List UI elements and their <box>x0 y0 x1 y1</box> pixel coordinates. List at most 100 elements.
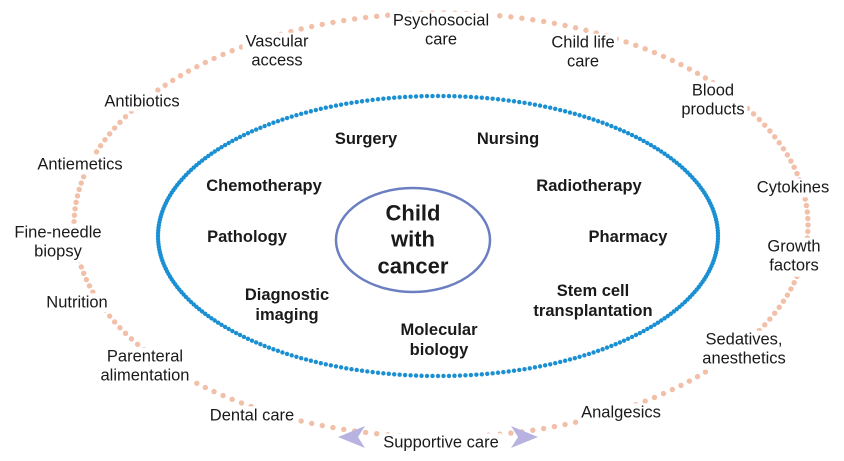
inner-ring-dot <box>222 142 228 148</box>
outer-ring-dot <box>86 283 93 289</box>
inner-ring-dot <box>527 101 532 106</box>
outer-ring-dot <box>102 137 108 143</box>
inner-ring-dot <box>402 94 408 100</box>
inner-ring-dot <box>294 354 299 359</box>
outer-ring-dot <box>134 341 141 347</box>
inner-ring-dot <box>468 372 474 378</box>
inner-label-diagnostic-imaging: Diagnostic imaging <box>241 286 333 326</box>
outer-ring-dot <box>702 369 709 375</box>
inner-ring-dot <box>206 313 211 319</box>
inner-ring-dot <box>485 371 490 377</box>
outer-ring-dot <box>308 23 315 30</box>
outer-ring-dot <box>298 418 304 424</box>
inner-ring-dot <box>408 94 413 99</box>
inner-ring-dot <box>402 372 408 378</box>
inner-ring-dot <box>215 320 221 325</box>
outer-ring-dot <box>686 378 693 384</box>
inner-ring-dot <box>548 105 553 110</box>
inner-ring-dot <box>289 353 294 358</box>
inner-ring-dot <box>522 100 527 106</box>
outer-ring-dot <box>111 125 118 131</box>
outer-ring-dot <box>80 270 87 276</box>
inner-ring-dot <box>522 366 527 372</box>
outer-ring-dot <box>750 111 757 117</box>
inner-ring-dot <box>446 373 452 379</box>
inner-ring-dot <box>659 149 664 154</box>
outer-ring-dot <box>767 316 773 322</box>
inner-ring-dot <box>468 94 474 100</box>
outer-ring-dot <box>319 422 325 429</box>
outer-ring-dot <box>530 427 536 433</box>
inner-ring-dot <box>258 125 263 130</box>
inner-ring-dot <box>532 365 538 370</box>
inner-label-surgery: Surgery <box>331 130 401 150</box>
outer-ring-dot <box>572 25 579 31</box>
inner-ring-dot <box>652 322 657 328</box>
inner-ring-dot <box>665 153 670 159</box>
inner-ring-dot <box>577 113 582 118</box>
inner-ring-dot <box>280 117 285 122</box>
inner-ring-dot <box>275 348 281 354</box>
inner-ring-dot <box>613 342 618 347</box>
inner-ring-dot <box>375 97 381 102</box>
inner-ring-dot <box>258 342 263 347</box>
outer-ring-dot <box>162 82 168 88</box>
outer-label-psychosocial-care: Psychosocial care <box>389 11 493 51</box>
outer-ring-dot <box>211 388 217 395</box>
inner-ring-dot <box>344 366 349 371</box>
inner-ring-dot <box>212 318 217 323</box>
inner-ring-dot <box>621 129 627 134</box>
center-label-child-with-cancer: Child with cancer <box>377 200 449 279</box>
outer-label-child-life-care: Child life care <box>548 33 618 73</box>
inner-ring-dot <box>633 332 639 338</box>
inner-ring-dot <box>617 340 623 345</box>
outer-ring-dot <box>788 158 794 164</box>
inner-dotted-ring <box>155 93 721 379</box>
outer-ring-dot <box>122 113 129 120</box>
inner-ring-dot <box>245 130 251 136</box>
outer-ring-dot <box>660 390 667 397</box>
outer-ring-dot <box>508 14 514 20</box>
inner-ring-dot <box>199 158 205 163</box>
inner-ring-dot <box>237 332 243 338</box>
inner-ring-dot <box>645 326 650 332</box>
inner-ring-dot <box>354 367 359 373</box>
inner-ring-dot <box>506 98 511 103</box>
outer-ring-dot <box>122 330 129 337</box>
outer-ring-dot <box>341 426 347 433</box>
outer-ring-dot <box>220 392 226 399</box>
inner-ring-dot <box>408 373 413 378</box>
inner-ring-dot <box>591 350 596 355</box>
inner-ring-dot <box>354 99 359 105</box>
inner-ring-dot <box>548 362 553 367</box>
inner-ring-dot <box>430 93 435 99</box>
outer-ring-dot <box>702 75 709 81</box>
outer-label-analgesics: Analgesics <box>578 403 664 423</box>
inner-ring-dot <box>572 111 578 117</box>
inner-ring-dot <box>625 130 631 136</box>
inner-ring-dot <box>557 359 563 365</box>
inner-ring-dot <box>365 369 370 374</box>
inner-ring-dot <box>441 373 446 379</box>
outer-ring-dot <box>784 292 791 298</box>
inner-ring-dot <box>359 368 365 373</box>
inner-ring-dot <box>479 372 484 377</box>
inner-ring-dot <box>542 363 548 368</box>
inner-ring-dot <box>424 93 430 99</box>
inner-ring-dot <box>386 371 391 377</box>
outer-ring-dot <box>540 18 547 25</box>
inner-ring-dot <box>457 94 463 99</box>
inner-ring-dot <box>230 138 235 144</box>
outer-ring-dot <box>93 149 100 155</box>
inner-ring-dot <box>333 364 339 369</box>
inner-ring-dot <box>298 355 304 361</box>
outer-label-growth-factors: Growth factors <box>764 237 824 277</box>
inner-ring-dot <box>532 102 538 107</box>
outer-ring-dot <box>76 186 82 193</box>
inner-ring-dot <box>435 373 441 379</box>
outer-ring-dot <box>804 209 811 215</box>
outer-ring-dot <box>694 70 701 77</box>
outer-ring-dot <box>551 20 558 27</box>
inner-ring-dot <box>446 93 452 99</box>
outer-ring-dot <box>642 398 648 404</box>
